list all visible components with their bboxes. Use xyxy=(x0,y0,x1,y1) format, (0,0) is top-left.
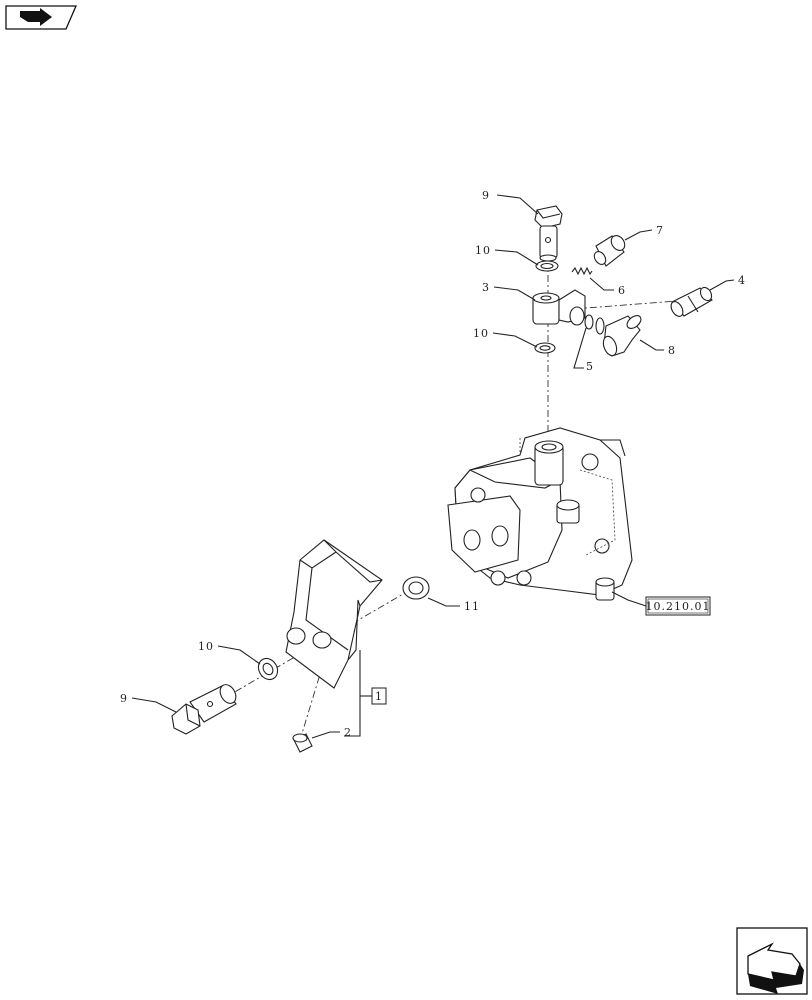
sealing-washer-mid xyxy=(534,342,556,354)
callout-6: 6 xyxy=(618,284,626,297)
callout-9-top: 9 xyxy=(482,189,490,202)
leader-11 xyxy=(427,597,460,607)
callout-4: 4 xyxy=(738,274,746,287)
callout-7: 7 xyxy=(656,224,664,237)
leader-9-low xyxy=(131,697,177,713)
leader-4 xyxy=(709,279,735,291)
leader-6 xyxy=(589,277,614,291)
callout-11: 11 xyxy=(464,600,480,613)
banjo-bolt-low xyxy=(171,684,237,735)
banjo-bolt-top xyxy=(534,205,563,262)
leader-10-top xyxy=(494,249,539,266)
o-ring-pair xyxy=(584,314,605,335)
callout-10-top: 10 xyxy=(475,244,491,257)
callout-8: 8 xyxy=(668,344,676,357)
reference-box[interactable]: 10.210.01 xyxy=(645,596,711,616)
nav-next-arrow-icon[interactable] xyxy=(736,927,808,995)
leader-7 xyxy=(624,229,653,241)
callout-10-low: 10 xyxy=(198,640,214,653)
leader-2 xyxy=(311,731,340,739)
leader-9-top xyxy=(496,194,539,215)
callout-10-mid: 10 xyxy=(473,327,489,340)
nav-back-arrow-icon[interactable] xyxy=(5,5,77,30)
leader-3 xyxy=(493,286,536,301)
spring xyxy=(571,266,593,276)
callout-3: 3 xyxy=(482,281,490,294)
mounting-bracket xyxy=(285,539,383,689)
sealing-washer-low xyxy=(257,657,279,681)
svg-text:1: 1 xyxy=(375,690,383,703)
elbow-fitting xyxy=(602,315,642,357)
callout-5: 5 xyxy=(586,360,594,373)
callout-9-low: 9 xyxy=(120,692,128,705)
leader-8 xyxy=(639,339,664,351)
pressure-switch xyxy=(670,286,713,317)
callout-2: 2 xyxy=(344,726,352,739)
gear-pump-body xyxy=(447,427,633,601)
leader-ref xyxy=(611,591,647,607)
leader-5 xyxy=(573,327,587,369)
sealing-washer-large xyxy=(402,576,430,600)
banjo-fitting xyxy=(532,289,586,326)
callout-box-1: 1 xyxy=(371,687,387,705)
brace-1 xyxy=(344,650,361,737)
restrictor-insert xyxy=(593,235,626,267)
sealing-washer-top xyxy=(535,260,559,272)
reference-label: 10.210.01 xyxy=(646,600,711,613)
dowel-pin xyxy=(292,733,313,753)
leader-10-mid xyxy=(492,332,538,348)
leader-10-low xyxy=(217,645,261,665)
